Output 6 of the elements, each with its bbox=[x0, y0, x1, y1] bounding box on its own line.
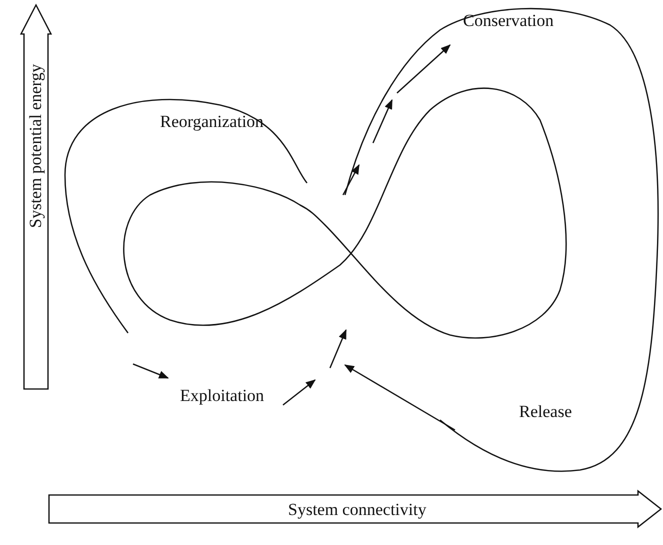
phase-label: Conservation bbox=[463, 12, 554, 29]
phase-label: Exploitation bbox=[180, 387, 264, 404]
axis-label: System potential energy bbox=[27, 64, 44, 228]
axis-label: System connectivity bbox=[288, 501, 426, 518]
phase-label: Reorganization bbox=[160, 113, 264, 130]
phase-label: Release bbox=[519, 403, 572, 420]
